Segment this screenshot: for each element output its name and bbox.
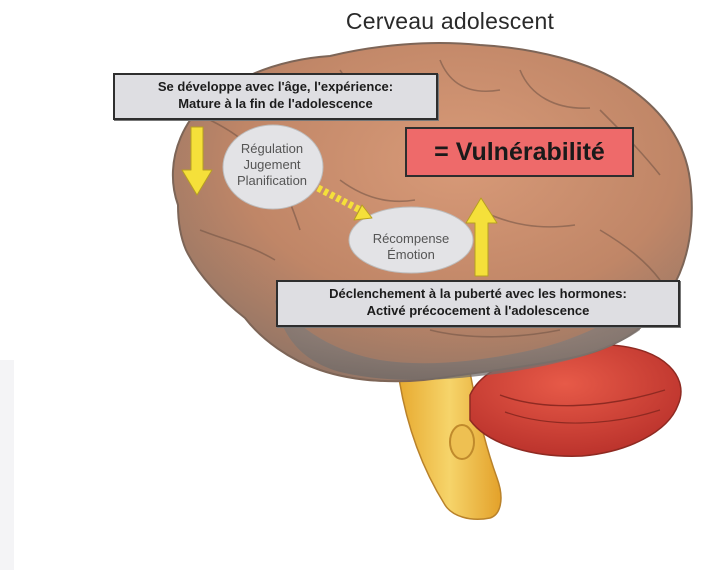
limbic-functions: Récompense Émotion — [350, 231, 472, 263]
limbic-label: Déclenchement à la puberté avec les horm… — [276, 280, 680, 327]
prefrontal-label-line1: Se développe avec l'âge, l'expérience: — [121, 78, 430, 95]
limbic-label-line1: Déclenchement à la puberté avec les horm… — [284, 285, 672, 302]
function-planning: Planification — [222, 173, 322, 189]
pons-oval — [450, 425, 474, 459]
vulnerability-box: = Vulnérabilité — [405, 127, 634, 177]
limbic-label-line2: Activé précocement à l'adolescence — [284, 302, 672, 319]
function-regulation: Régulation — [222, 141, 322, 157]
prefrontal-functions: Régulation Jugement Planification — [222, 141, 322, 189]
prefrontal-label: Se développe avec l'âge, l'expérience: M… — [113, 73, 438, 120]
prefrontal-label-line2: Mature à la fin de l'adolescence — [121, 95, 430, 112]
function-emotion: Émotion — [350, 247, 472, 263]
diagram-title: Cerveau adolescent — [300, 8, 600, 35]
function-reward: Récompense — [350, 231, 472, 247]
function-judgement: Jugement — [222, 157, 322, 173]
